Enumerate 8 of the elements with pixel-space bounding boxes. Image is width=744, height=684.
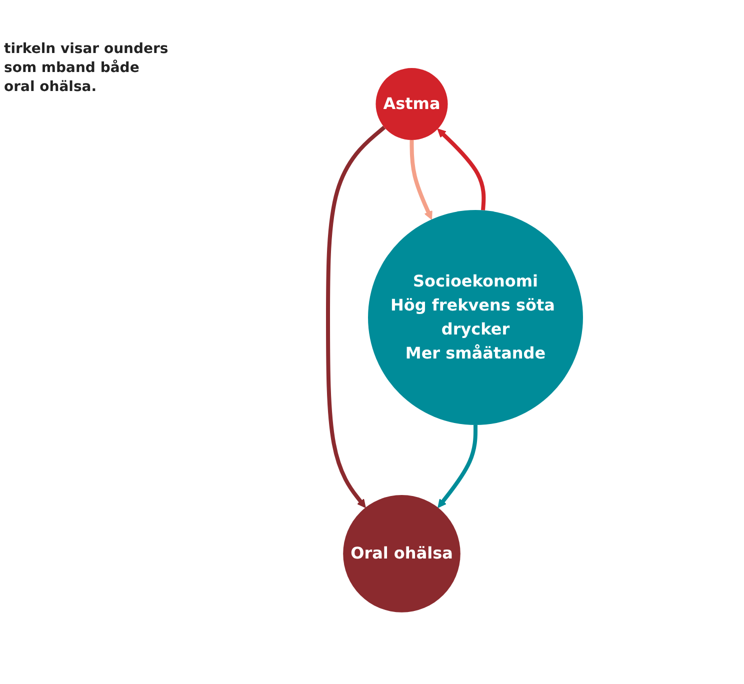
arrow xyxy=(326,126,386,508)
node-circle: Oral ohälsa xyxy=(342,494,460,612)
note-text: tirkeln visar ounders som mband både oral ohälsa. xyxy=(4,40,170,97)
node-circle: Astma xyxy=(375,68,448,140)
node-circle: Socioekonomi Hög frekvens söta drycker Mer småätande xyxy=(368,210,582,425)
arrow xyxy=(437,424,477,508)
arrow xyxy=(409,140,432,220)
arrow xyxy=(436,128,486,210)
